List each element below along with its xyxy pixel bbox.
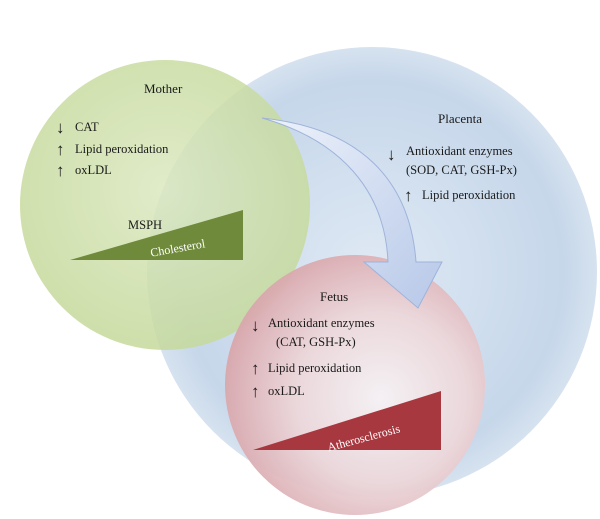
atherosclerosis-wedge [253, 391, 441, 450]
placenta-item-lipid: Lipid peroxidation [422, 188, 516, 202]
fetus-arrow-down-icon: ↓ [251, 316, 260, 335]
fetus-item-lipid: Lipid peroxidation [268, 361, 362, 375]
fetus-circle [225, 255, 485, 515]
mother-item-cat: CAT [75, 120, 99, 134]
placenta-item-enzymes-list: (SOD, CAT, GSH-Px) [406, 163, 517, 177]
fetus-arrow-up-icon: ↑ [251, 359, 260, 378]
fetus-item-enzymes: Antioxidant enzymes [268, 316, 375, 330]
placenta-title: Placenta [438, 111, 482, 126]
mother-arrow-up-icon: ↑ [56, 140, 65, 159]
mother-arrow-down-icon: ↓ [56, 118, 65, 137]
mother-item-lipid: Lipid peroxidation [75, 142, 169, 156]
placenta-item-enzymes: Antioxidant enzymes [406, 144, 513, 158]
placenta-arrow-down-icon: ↓ [387, 145, 396, 164]
fetus-title: Fetus [320, 289, 348, 304]
mother-item-oxldl: oxLDL [75, 163, 112, 177]
mother-circle [20, 60, 310, 350]
placenta-arrow-up-icon: ↑ [404, 186, 413, 205]
fetus-arrow-up-icon: ↑ [251, 382, 260, 401]
fetus-item-oxldl: oxLDL [268, 384, 305, 398]
cholesterol-wedge [70, 210, 243, 260]
mother-arrow-up-icon: ↑ [56, 161, 65, 180]
mother-title: Mother [144, 81, 183, 96]
msph-caption: MSPH [128, 218, 162, 232]
transfer-arrow [261, 117, 443, 309]
fetus-item-enzymes-list: (CAT, GSH-Px) [276, 335, 356, 349]
